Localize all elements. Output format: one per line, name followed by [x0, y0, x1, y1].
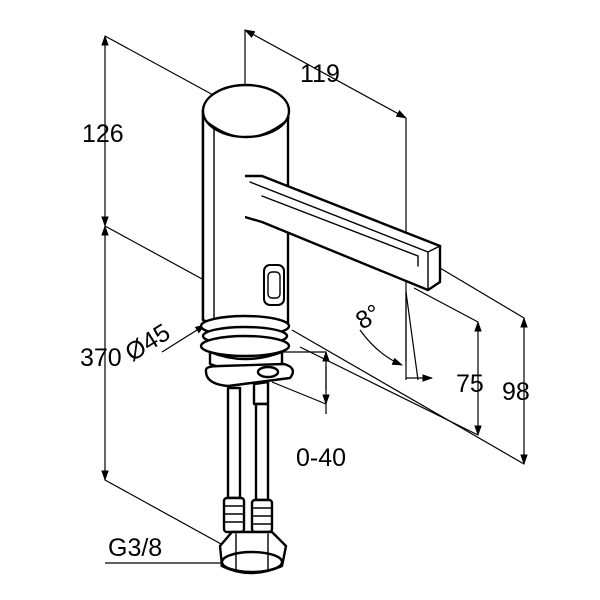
ext-spout-75: [413, 287, 479, 323]
g38-connector-bottom: [220, 550, 284, 574]
label-370: 370: [80, 344, 122, 372]
hose-left: [226, 386, 242, 500]
angle-arc: [359, 329, 403, 366]
hose-right: [254, 402, 270, 502]
label-angle-8: 8°: [351, 299, 386, 335]
fitting-ridges: [223, 505, 273, 525]
faucet-body: [201, 83, 442, 332]
ext-base-75: [299, 346, 479, 436]
base-ring-3: [199, 334, 291, 358]
faucet-top-cap: [201, 83, 291, 139]
faucet-cylinder-front: [203, 110, 245, 330]
cap-rim: [202, 117, 290, 138]
dim-45-leader: [161, 324, 206, 353]
ext-bottom-370: [104, 479, 233, 551]
sensor-inner: [267, 271, 281, 299]
mounting-clamp: [204, 362, 295, 388]
angle-line-2: [405, 291, 419, 381]
label-75: 75: [456, 370, 484, 398]
ext-base-98: [291, 329, 525, 465]
dimension-lines: [101, 29, 528, 567]
ext-mid-126-370: [104, 225, 216, 287]
ext-spout-98: [439, 267, 525, 319]
label-126: 126: [82, 120, 124, 148]
ext-top-126: [104, 35, 216, 97]
spout-bevel: [261, 195, 419, 267]
dim-119-line: [244, 29, 407, 119]
dimension-labels: 119 126 370 Ø45 0-40 75 98 8° G3/8: [80, 60, 530, 562]
ext-0-40-bottom: [271, 381, 327, 405]
clamp-stem: [252, 380, 270, 406]
supply-hoses: [218, 386, 288, 575]
sensor-window: [263, 264, 285, 306]
clamp-hole: [256, 365, 280, 379]
label-diameter-45: Ø45: [120, 318, 175, 367]
label-98: 98: [502, 378, 530, 406]
g38-hex-edges: [235, 533, 269, 571]
hose-left-fitting: [222, 496, 246, 534]
faucet-base: [199, 314, 295, 406]
spout-top-face: [249, 175, 442, 253]
label-g38: G3/8: [108, 534, 162, 562]
label-0-40: 0-40: [296, 444, 346, 472]
extension-lines: [104, 30, 525, 551]
label-119: 119: [300, 60, 340, 88]
